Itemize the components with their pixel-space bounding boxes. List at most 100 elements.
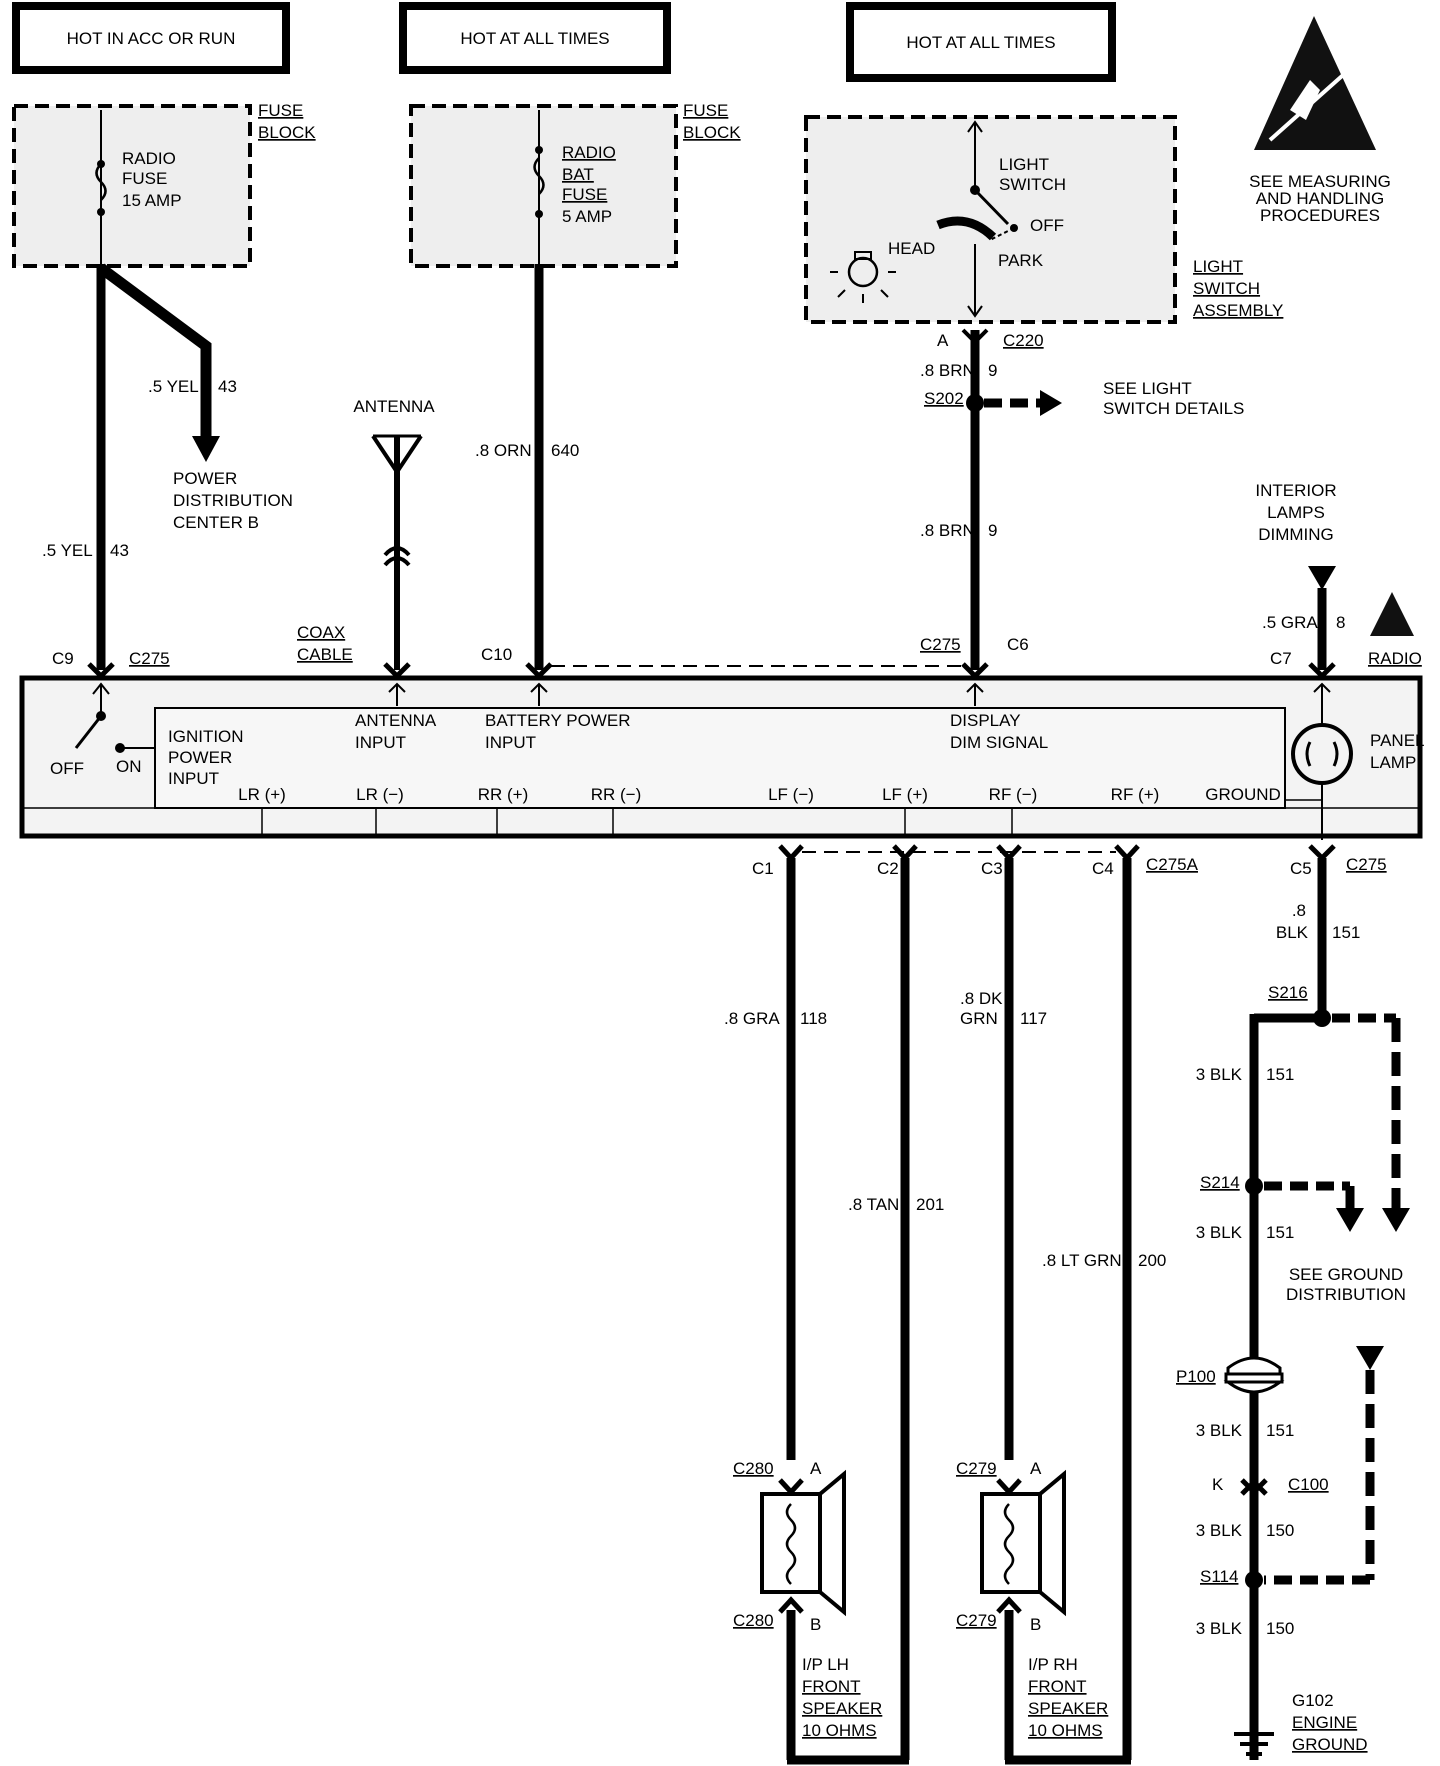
esd-warning-icon xyxy=(1254,16,1376,150)
esd-warning: SEE MEASURING AND HANDLING PROCEDURES xyxy=(1249,16,1391,225)
connector-c279: C279 xyxy=(956,1459,997,1478)
fuse-rating: 5 AMP xyxy=(562,207,612,226)
wire-label: .8 TAN xyxy=(848,1195,899,1214)
fuse-block-label: FUSE xyxy=(683,101,728,120)
esd-text-2: AND HANDLING xyxy=(1256,189,1384,208)
panel-lamp-label-1: PANEL xyxy=(1370,731,1425,750)
pin-rf-plus: RF (+) xyxy=(1111,785,1160,804)
wire-gra-8: INTERIOR LAMPS DIMMING .5 GRA 8 xyxy=(1255,481,1345,670)
speaker-name-2: FRONT xyxy=(802,1677,861,1696)
wire-circuit: 151 xyxy=(1332,923,1360,942)
ground-circuit: .8 BLK 151 S216 3 BLK 151 S214 3 BLK 151… xyxy=(1176,858,1410,1760)
speaker-name-1: I/P RH xyxy=(1028,1655,1078,1674)
interior-lamps-1: INTERIOR xyxy=(1255,481,1336,500)
wire-circuit: 200 xyxy=(1138,1251,1166,1270)
interior-lamps-3: DIMMING xyxy=(1258,525,1334,544)
arrow-right-icon xyxy=(1040,390,1062,416)
antenna-input-2: INPUT xyxy=(355,733,406,752)
display-dim-2: DIM SIGNAL xyxy=(950,733,1048,752)
wire-orn-640: .8 ORN 640 xyxy=(475,264,579,670)
pass-through-label: P100 xyxy=(1176,1367,1216,1386)
fuse-name-1: RADIO xyxy=(562,143,616,162)
ground-symbol-icon xyxy=(1234,1732,1274,1756)
panel-lamp-label-2: LAMP xyxy=(1370,753,1416,772)
speaker-name-4: 10 OHMS xyxy=(802,1721,877,1740)
interior-lamps-2: LAMPS xyxy=(1267,503,1325,522)
wire-circuit: 43 xyxy=(110,541,129,560)
fuse-name-2: FUSE xyxy=(122,169,167,188)
arrow-down-icon xyxy=(1356,1346,1384,1370)
fuse-name-1: RADIO xyxy=(122,149,176,168)
splice-label: S214 xyxy=(1200,1173,1240,1192)
wire-circuit: 117 xyxy=(1020,1009,1047,1028)
switch-blade xyxy=(973,188,1010,226)
wire-yel-43: .5 YEL 43 POWER DISTRIBUTION CENTER B .5… xyxy=(42,263,293,670)
coax-label-2: CABLE xyxy=(297,645,353,664)
fuse-name-2: BAT xyxy=(562,165,594,184)
pdc-label-2: DISTRIBUTION xyxy=(173,491,293,510)
wire-label: .5 YEL xyxy=(148,377,199,396)
connector-c275: C275 xyxy=(920,635,961,654)
connector-c280: C280 xyxy=(733,1459,774,1478)
fuse-icon xyxy=(95,163,107,201)
light-switch-label: LIGHT xyxy=(999,155,1049,174)
pin-lf-plus: LF (+) xyxy=(882,785,928,804)
connector-c280: C280 xyxy=(733,1611,774,1630)
bottom-connectors: C1 C2 C3 C4 C275A C5 C275 xyxy=(752,844,1387,878)
splice-label: S216 xyxy=(1268,983,1308,1002)
speaker-name-4: 10 OHMS xyxy=(1028,1721,1103,1740)
arrow-down-icon xyxy=(1382,1208,1410,1232)
esd-text-1: SEE MEASURING xyxy=(1249,172,1391,191)
wire-circuit: 150 xyxy=(1266,1521,1294,1540)
speaker-name-1: I/P LH xyxy=(802,1655,849,1674)
header-acc-run: HOT IN ACC OR RUN xyxy=(12,2,290,74)
connector-pin: K xyxy=(1212,1475,1224,1494)
pin-b: B xyxy=(810,1615,821,1634)
ignition-switch-blade xyxy=(74,715,103,749)
wire-circuit: 151 xyxy=(1266,1223,1294,1242)
wire-label-2: BLK xyxy=(1276,923,1309,942)
wire-label: 3 BLK xyxy=(1196,1619,1243,1638)
ignition-input-3: INPUT xyxy=(168,769,219,788)
esd-small-icon xyxy=(1370,592,1414,636)
see-ground-1: SEE GROUND xyxy=(1289,1265,1403,1284)
see-ground-2: DISTRIBUTION xyxy=(1286,1285,1406,1304)
splice-s114 xyxy=(1245,1571,1263,1589)
wire-circuit: 151 xyxy=(1266,1065,1294,1084)
connector-c1: C1 xyxy=(752,859,774,878)
top-connector-labels: C9 C275 COAX CABLE C10 C275 C6 C7 RADIO xyxy=(52,592,1422,668)
pdc-label-3: CENTER B xyxy=(173,513,259,532)
connector-c275: C275 xyxy=(1346,855,1387,874)
ignition-input-2: POWER xyxy=(168,748,232,767)
connector-c275a: C275A xyxy=(1146,855,1199,874)
display-dim-1: DISPLAY xyxy=(950,711,1021,730)
connector-c3: C3 xyxy=(981,859,1003,878)
pin-lr-minus: LR (−) xyxy=(356,785,404,804)
wire-label: 3 BLK xyxy=(1196,1223,1243,1242)
header-all-times-2: HOT AT ALL TIMES xyxy=(846,2,1116,82)
wire-circuit: 640 xyxy=(551,441,579,460)
battery-input-2: INPUT xyxy=(485,733,536,752)
arrow-down-icon xyxy=(1308,566,1336,590)
antenna-input-1: ANTENNA xyxy=(355,711,437,730)
fuse-rating: 15 AMP xyxy=(122,191,182,210)
pin-lr-plus: LR (+) xyxy=(238,785,286,804)
wire-label: .8 xyxy=(1292,901,1306,920)
antenna: ANTENNA xyxy=(353,397,435,670)
ignition-input-1: IGNITION xyxy=(168,727,244,746)
speaker-icon xyxy=(760,1492,822,1594)
connector-c9: C9 xyxy=(52,649,74,668)
see-light-switch-2: SWITCH DETAILS xyxy=(1103,399,1244,418)
splice-label: S202 xyxy=(924,389,964,408)
radio-module: OFF ON IGNITION POWER INPUT ANTENNA INPU… xyxy=(19,675,1425,840)
fuse-block-1: RADIO FUSE 15 AMP FUSE BLOCK xyxy=(12,101,316,268)
wire-label-2: GRN xyxy=(960,1009,998,1028)
pin-rr-plus: RR (+) xyxy=(478,785,529,804)
radio-label: RADIO xyxy=(1368,649,1422,668)
pin-b: B xyxy=(1030,1615,1041,1634)
connector-c220: C220 xyxy=(1003,331,1044,350)
wire-label: .8 LT GRN xyxy=(1042,1251,1122,1270)
speaker-icon xyxy=(980,1492,1042,1594)
connector-c2: C2 xyxy=(877,859,899,878)
